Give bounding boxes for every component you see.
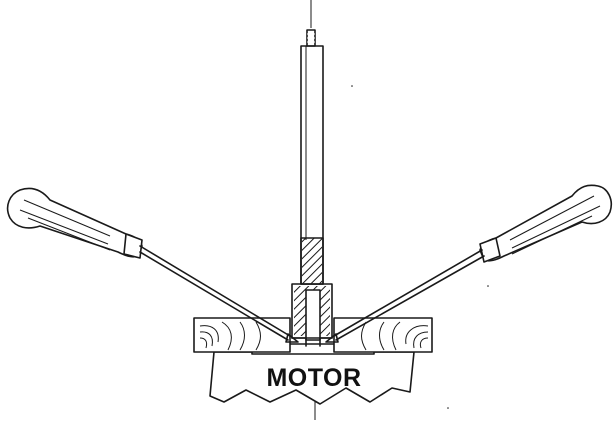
puller-rod xyxy=(300,29,324,285)
right-screwdriver xyxy=(325,184,613,343)
speck xyxy=(487,285,489,287)
motor-label: MOTOR xyxy=(266,364,361,392)
speck xyxy=(447,407,449,409)
motor-body: MOTOR xyxy=(209,351,415,405)
right-wood-block xyxy=(333,317,433,353)
pulley-hub xyxy=(291,283,333,341)
speck xyxy=(351,85,353,87)
left-screwdriver xyxy=(6,187,299,343)
left-wood-block xyxy=(193,317,291,353)
